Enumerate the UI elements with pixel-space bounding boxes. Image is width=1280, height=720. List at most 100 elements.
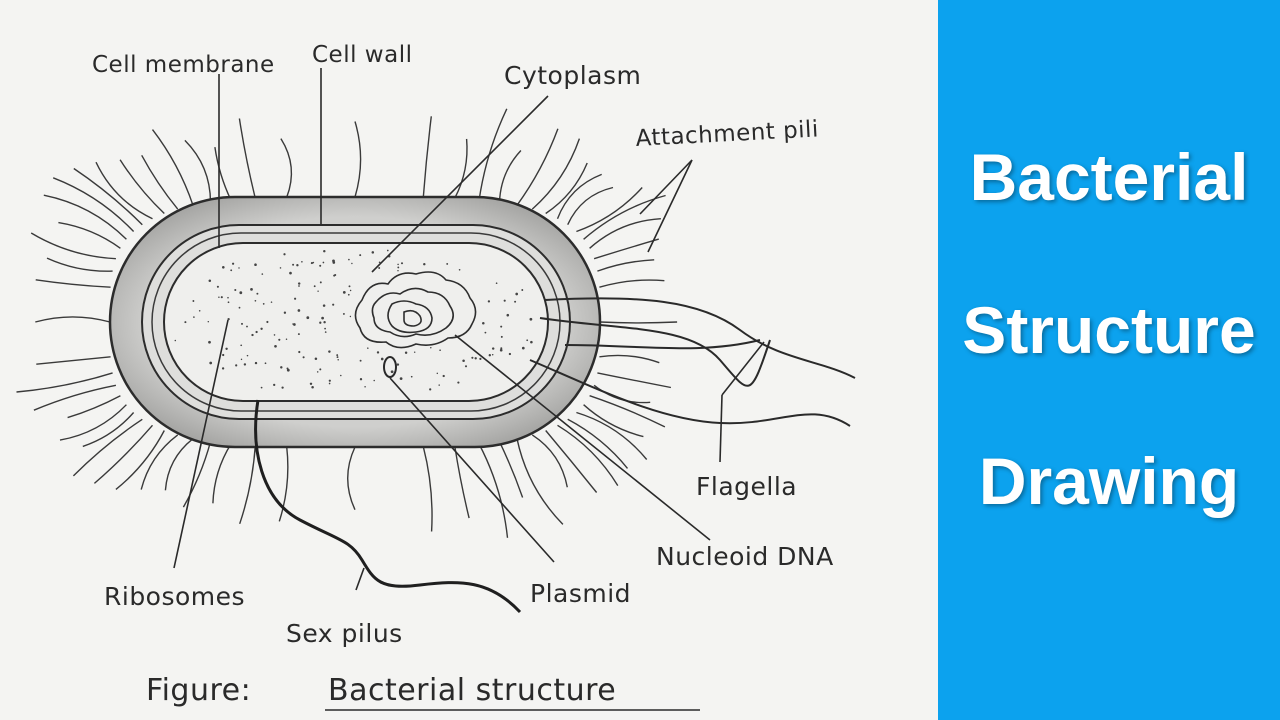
pilus-line <box>93 424 154 484</box>
pilus-line <box>119 159 165 215</box>
attachment-pili <box>16 108 678 538</box>
ribosome-dot <box>255 330 258 334</box>
pilus-line <box>583 404 644 438</box>
pilus-line <box>599 354 660 364</box>
ribosome-dot <box>286 368 290 372</box>
ribosome-dot <box>221 367 225 370</box>
ribosome-dot <box>495 282 498 285</box>
ribosome-dot <box>227 301 230 304</box>
ribosome-dot <box>309 382 313 386</box>
ribosome-dot <box>386 249 389 252</box>
pilus-line <box>140 434 179 490</box>
ribosome-dot <box>240 344 243 347</box>
ribosome-dot <box>347 293 350 296</box>
ribosome-dot <box>208 340 211 344</box>
ribosome-dot <box>351 262 353 265</box>
ribosome-dot <box>442 374 445 378</box>
ribosome-dot <box>238 267 240 269</box>
ribosome-dot <box>273 383 276 387</box>
ribosome-dot <box>488 354 491 357</box>
ribosome-dot <box>231 262 235 265</box>
ribosome-dot <box>337 359 339 361</box>
ribosome-dot <box>266 320 269 324</box>
caption-title: Bacterial structure <box>328 673 616 708</box>
ribosome-dot <box>457 381 460 384</box>
ribosome-dot <box>530 340 533 344</box>
caption-prefix: Figure: <box>146 673 251 708</box>
pilus-line <box>72 418 143 477</box>
pilus-line <box>182 441 212 508</box>
pilus-line <box>212 443 232 504</box>
pilus-line <box>33 384 117 411</box>
ribosome-dot <box>521 289 524 291</box>
ribosome-dot <box>220 296 223 299</box>
ribosome-dot <box>397 263 399 266</box>
plasmid-shape <box>383 356 397 378</box>
ribosome-dot <box>261 273 264 275</box>
ribosome-dot <box>397 269 399 272</box>
pilus-line <box>354 121 362 198</box>
pilus-line <box>498 150 522 203</box>
ribosome-dot <box>464 365 468 368</box>
ribosome-dot <box>319 264 322 267</box>
ribosome-dot <box>324 327 326 330</box>
ribosome-dot <box>239 291 243 295</box>
ribosome-dot <box>243 363 247 366</box>
ribosome-dot <box>323 321 326 324</box>
ribosome-dot <box>209 361 213 365</box>
label-nucleoid-dna: Nucleoid DNA <box>656 542 834 571</box>
pilus-line <box>82 412 135 448</box>
ribosome-dot <box>254 299 257 302</box>
ribosome-dot <box>296 264 299 267</box>
ribosome-dot <box>322 261 325 264</box>
pilus-line <box>576 187 643 233</box>
ribosome-dot <box>262 303 265 305</box>
ribosome-dot <box>246 354 249 357</box>
label-cell-wall: Cell wall <box>312 42 413 68</box>
ribosome-dot <box>279 267 282 269</box>
ribosome-dot <box>274 344 277 348</box>
ribosome-dot <box>319 281 322 284</box>
pilus-line <box>59 404 127 441</box>
ribosome-dot <box>193 316 195 318</box>
bacterial-structure-diagram: Cell membrane Cell wall Cytoplasm Attach… <box>16 42 856 711</box>
sex-pilus-shape <box>254 399 522 614</box>
pilus-line <box>478 108 508 201</box>
pilus-line <box>347 446 356 510</box>
ribosome-dot <box>436 372 439 375</box>
membrane-inner-line <box>151 232 561 412</box>
label-flagella: Flagella <box>696 472 797 501</box>
ribosome-dot <box>313 285 316 288</box>
ribosome-dot <box>230 269 233 272</box>
ribosome-dot <box>484 331 487 334</box>
title-line-3: Drawing <box>978 444 1240 518</box>
ribosome-dot <box>515 292 519 296</box>
ribosome-dot <box>332 303 335 306</box>
pilus-line <box>516 438 564 525</box>
ribosome-dot <box>273 334 276 336</box>
ribosome-dot <box>323 249 326 253</box>
pilus-line <box>589 395 666 428</box>
pilus-line <box>43 194 127 240</box>
pilus-line <box>556 173 602 219</box>
ribosome-dot <box>310 262 313 265</box>
title-line-1: Bacterial <box>969 140 1249 214</box>
ribosome-dot <box>446 262 449 265</box>
ribosome-dot <box>328 350 331 353</box>
pilus-line <box>30 232 116 260</box>
ribosome-dot <box>298 285 300 287</box>
ribosome-dot <box>238 306 241 309</box>
ribosome-dot <box>264 362 267 365</box>
ribosome-dot <box>314 357 318 361</box>
ribosome-dot <box>289 271 292 275</box>
ribosome-dot <box>324 331 327 333</box>
pilus-line <box>589 218 661 249</box>
ribosome-dot <box>208 279 212 283</box>
ribosome-dot <box>297 333 300 336</box>
pilus-line <box>516 128 559 206</box>
pilus-line <box>531 138 581 210</box>
ribosome-dot <box>367 347 369 349</box>
pilus-line <box>239 445 256 525</box>
ribosome-dot <box>283 311 287 314</box>
ribosome-dot <box>376 351 380 354</box>
